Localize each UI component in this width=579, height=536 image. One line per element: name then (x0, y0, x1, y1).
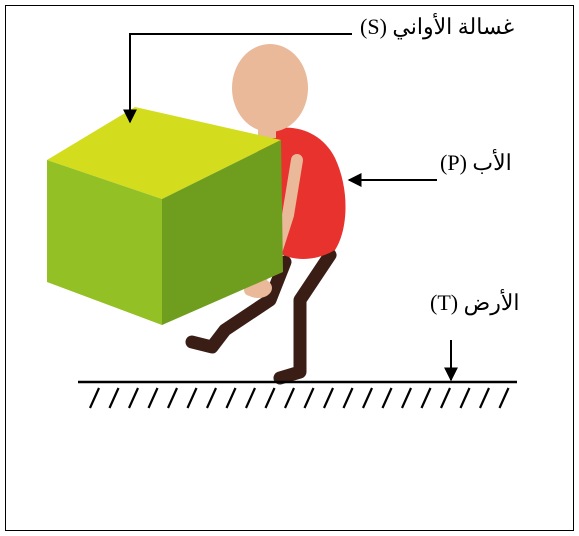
ground-hatch-mark (264, 387, 276, 409)
ground-hatch-mark (439, 387, 452, 409)
ground-hatch-mark (361, 387, 374, 409)
father-neck (258, 120, 276, 138)
ground-hatch-mark (166, 387, 179, 409)
label-father: الأب (P) (440, 150, 512, 175)
ground-hatch-mark (459, 387, 471, 409)
label-dishwasher: غسالة الأواني (S) (360, 14, 515, 39)
ground-hatch-mark (186, 387, 198, 409)
ground (78, 380, 517, 409)
ground-hatch-mark (205, 387, 218, 409)
ground-hatch-mark (244, 387, 257, 409)
ground-hatch-mark (88, 387, 101, 409)
ground-hatch-mark (225, 387, 237, 409)
ground-hatch-mark (342, 387, 354, 409)
father-head (232, 44, 308, 132)
ground-hatching (88, 387, 510, 409)
arrow-s (123, 33, 352, 124)
ground-hatch-mark (108, 387, 120, 409)
cube-side-face (162, 140, 283, 325)
dishwasher-cube (47, 107, 283, 325)
ground-hatch-mark (400, 387, 413, 409)
ground-hatch-mark (127, 387, 140, 409)
ground-hatch-mark (498, 387, 510, 409)
cube-front-face (47, 160, 162, 325)
ground-hatch-mark (283, 387, 296, 409)
father-front-leg (185, 255, 292, 354)
ground-hatch-mark (381, 387, 393, 409)
label-ground: الأرض (T) (430, 290, 520, 315)
ground-hatch-mark (478, 387, 491, 409)
ground-hatch-mark (147, 387, 159, 409)
ground-hatch-mark (420, 387, 432, 409)
ground-hatch-mark (322, 387, 335, 409)
ground-hatch-mark (303, 387, 315, 409)
cube-top-face (47, 107, 281, 199)
